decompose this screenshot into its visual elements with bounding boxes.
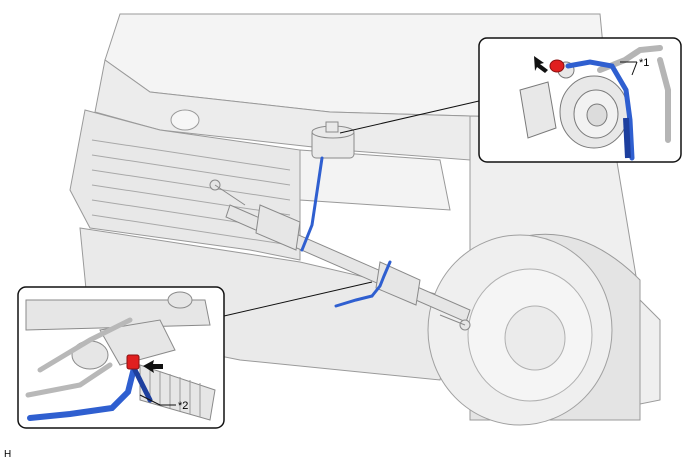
callout-leader-upper: [631, 61, 638, 76]
vehicle-illustration: [69, 13, 661, 426]
figure-code: H: [4, 449, 12, 460]
steering-rack: [209, 179, 471, 331]
inset-leaders: [223, 100, 480, 317]
callout-leader-lower: [139, 394, 161, 406]
callout-label-lower: *2: [178, 400, 188, 412]
reservoir-tank: [311, 121, 355, 159]
inset-lower: *2: [17, 286, 225, 429]
inset-upper: *1: [478, 37, 682, 163]
arrow-icon: [143, 360, 163, 373]
arrow-icon: [534, 56, 548, 73]
hose-clamp-lower: [126, 354, 140, 370]
hose-clamp-upper: [549, 59, 565, 73]
callout-label-upper: *1: [639, 57, 649, 69]
main-hose-lines: [300, 156, 392, 308]
